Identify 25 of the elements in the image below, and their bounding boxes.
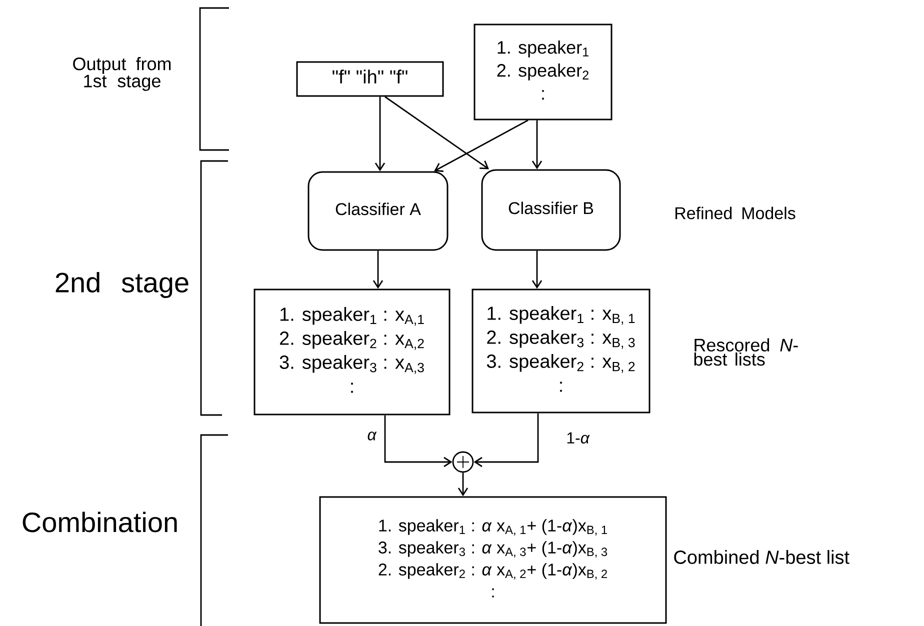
arrow	[434, 120, 528, 172]
list-box: 1. speaker$_{1}$ : α x$_{A, 1}$+ (1-α)x$_{B, 1}$ 3. speaker$_{3}$ : α x$_{A, 3}$+ (1-α)x$_{B, 3}$ 2. speaker$_{2}$ : α x$_{A, 2}$+ (1-α)x$_{B, 2}$ :	[319, 496, 667, 624]
arrow	[474, 413, 539, 468]
stage-label: 2nd stage	[56, 272, 188, 298]
list-box: 1. speaker$_{1}$ 2. speaker$_{2}$ :	[474, 24, 612, 120]
arrow	[458, 472, 468, 496]
arrow	[532, 120, 542, 170]
stage-label: Output from 1st stage	[73, 57, 171, 91]
list-box: 1. speaker$_{1}$ : x$_{A,1}$ 2. speaker$_{2}$ : x$_{A,2}$ 3. speaker$_{3}$ : x$_{A,3}$ :	[254, 288, 450, 416]
arrow	[374, 96, 386, 172]
edge-label: 1-α	[565, 431, 591, 445]
classifier-box: Classifier A	[308, 171, 448, 251]
arrow	[532, 250, 542, 289]
arrow	[372, 250, 384, 289]
caption-text: Combined N-best list	[674, 550, 850, 564]
section-label: Rescored N-best lists	[694, 338, 798, 366]
list-box: "f" "ih" "f"	[296, 61, 444, 97]
arrow	[384, 415, 452, 468]
sum-junction	[452, 451, 474, 473]
section-label: Refined Models	[676, 206, 796, 220]
stage-label: Combination	[22, 512, 177, 532]
edge-label: α	[366, 430, 378, 442]
classifier-box: Classifier B	[481, 169, 621, 251]
list-box: 1. speaker$_{1}$ : x$_{B, 1}$ 2. speaker$_{3}$ : x$_{B, 3}$ 3. speaker$_{2}$ : x$_{B, 2}$ :	[472, 288, 650, 414]
arrow	[384, 96, 489, 170]
